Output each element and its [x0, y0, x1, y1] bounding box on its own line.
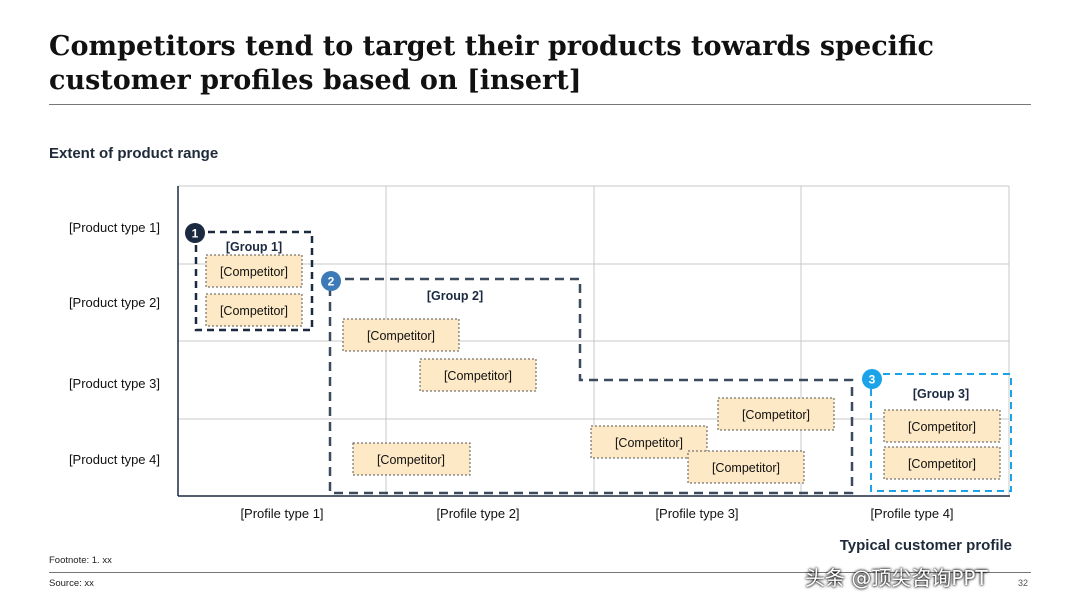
competitor-box-4: [Competitor]: [419, 358, 537, 392]
svg-text:[Competitor]: [Competitor]: [615, 436, 683, 450]
svg-text:[Competitor]: [Competitor]: [908, 420, 976, 434]
y-axis-title: Extent of product range: [49, 145, 219, 162]
row-label-3: [Product type 3]: [68, 376, 160, 391]
svg-text:[Competitor]: [Competitor]: [220, 265, 288, 279]
competitor-box-3: [Competitor]: [342, 318, 460, 352]
competitor-box-9: [Competitor]: [883, 409, 1001, 443]
svg-text:[Competitor]: [Competitor]: [712, 461, 780, 475]
column-label-3: [Profile type 3]: [655, 506, 739, 521]
svg-text:[Competitor]: [Competitor]: [444, 369, 512, 383]
svg-text:2: 2: [328, 275, 335, 289]
svg-text:[Competitor]: [Competitor]: [377, 453, 445, 467]
slide-title: Competitors tend to target their product…: [49, 31, 934, 96]
competitor-box-7: [Competitor]: [590, 425, 708, 459]
competitor-box-8: [Competitor]: [687, 450, 805, 484]
group-3-badge: 3: [862, 369, 882, 389]
group-2-outline: [328, 277, 854, 495]
watermark-text: 头条 @顶尖咨询PPT: [805, 566, 988, 590]
svg-text:[Competitor]: [Competitor]: [908, 457, 976, 471]
row-label-1: [Product type 1]: [68, 220, 160, 235]
svg-text:[Competitor]: [Competitor]: [367, 329, 435, 343]
competitor-box-5: [Competitor]: [352, 442, 471, 476]
competitor-box-2: [Competitor]: [205, 293, 303, 327]
row-label-2: [Product type 2]: [68, 295, 160, 310]
source-note: Source: xx: [49, 578, 94, 589]
group-1-badge: 1: [185, 223, 205, 243]
group-3-label: [Group 3]: [913, 387, 969, 401]
competitor-box-10: [Competitor]: [883, 446, 1001, 480]
title-divider: [49, 104, 1031, 105]
group-2-label: [Group 2]: [427, 289, 483, 303]
group-1-label: [Group 1]: [226, 240, 282, 254]
column-label-2: [Profile type 2]: [436, 506, 520, 521]
group-3-outline: [870, 373, 1012, 492]
svg-text:[Competitor]: [Competitor]: [742, 408, 810, 422]
page-number: 32: [1018, 578, 1029, 588]
grid-lines: [178, 185, 1010, 495]
group-2-badge: 2: [321, 271, 341, 291]
competitor-box-6: [Competitor]: [717, 397, 835, 431]
footer-divider: [49, 572, 1031, 573]
x-axis-title: Typical customer profile: [839, 537, 1012, 554]
row-label-4: [Product type 4]: [68, 452, 160, 467]
svg-text:1: 1: [192, 227, 199, 241]
column-label-4: [Profile type 4]: [870, 506, 954, 521]
footnote: Footnote: 1. xx: [49, 555, 112, 566]
column-label-1: [Profile type 1]: [240, 506, 324, 521]
competitor-box-1: [Competitor]: [205, 254, 303, 288]
svg-text:3: 3: [869, 373, 876, 387]
group-1-outline: [194, 230, 314, 332]
svg-text:[Competitor]: [Competitor]: [220, 304, 288, 318]
